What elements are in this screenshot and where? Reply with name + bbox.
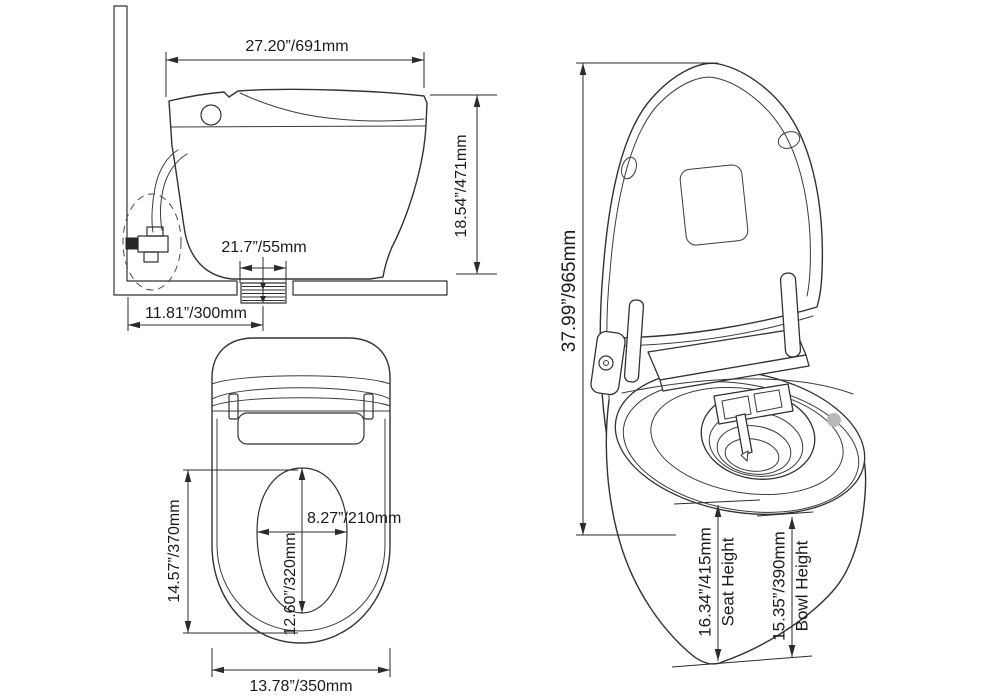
valve-fitting-dark bbox=[125, 237, 139, 250]
extension-lines bbox=[183, 469, 298, 634]
water-hose-inner bbox=[160, 153, 188, 231]
dimension-text: 16.34”/415mm bbox=[695, 527, 714, 637]
side-view: 27.20”/691mm 18.54”/471mm 21.7”/55mm 11.… bbox=[113, 5, 497, 331]
dimension-text: 12.60”/320mm bbox=[282, 532, 299, 635]
side-knob-center bbox=[603, 360, 609, 366]
hinge-right bbox=[363, 393, 374, 420]
dim-base-width: 13.78”/350mm bbox=[211, 648, 391, 695]
lid-back-curve-3 bbox=[211, 397, 391, 407]
wall bbox=[113, 5, 128, 296]
dim-bowl-length: 12.60”/320mm bbox=[282, 468, 306, 636]
dim-open-lid-height: 37.99”/965mm bbox=[559, 62, 718, 536]
water-valve bbox=[137, 235, 169, 253]
water-hose-outer bbox=[151, 149, 179, 233]
toilet-side-outline bbox=[168, 88, 428, 280]
dimension-text: 37.99”/965mm bbox=[559, 230, 580, 353]
wand-tip bbox=[740, 450, 749, 463]
lid-inner-line bbox=[239, 92, 425, 122]
dim-overall-depth: 27.20”/691mm bbox=[165, 38, 425, 97]
dimension-text: 21.7”/55mm bbox=[221, 239, 306, 256]
dimension-text: 13.78”/350mm bbox=[249, 678, 352, 695]
rim-dot bbox=[827, 413, 841, 427]
dim-seat-height: 16.34”/415mm Seat Height bbox=[671, 499, 813, 668]
hinge-left bbox=[228, 393, 239, 420]
extension-lines bbox=[756, 511, 814, 517]
hose-connector bbox=[146, 226, 164, 237]
dimension-text: 8.27”/210mm bbox=[307, 510, 401, 527]
extension-lines bbox=[211, 648, 391, 677]
dimension-text: 11.81”/300mm bbox=[145, 305, 247, 322]
top-outline bbox=[211, 337, 391, 644]
hinge-arm-left bbox=[623, 299, 645, 383]
dim-outlet-width: 21.7”/55mm bbox=[221, 239, 307, 303]
nozzle-left bbox=[721, 395, 752, 420]
lid-back-curve-2 bbox=[211, 387, 391, 400]
spray-wand bbox=[735, 413, 753, 456]
hose-highlight-dashed-ellipse bbox=[122, 193, 182, 291]
dimension-label: Seat Height bbox=[718, 537, 737, 626]
valve-lower-fitting bbox=[143, 251, 159, 263]
dim-rough-in: 11.81”/300mm bbox=[127, 297, 264, 331]
hinge-arm-right bbox=[779, 272, 802, 358]
dim-bowl-height: 15.35”/390mm Bowl Height bbox=[756, 511, 814, 657]
dimension-text: 18.54”/471mm bbox=[453, 134, 470, 237]
outlet-center-arrows bbox=[260, 283, 266, 303]
seat-inner-outline bbox=[216, 418, 386, 632]
control-recess bbox=[237, 412, 365, 445]
lid-open-outline bbox=[599, 62, 824, 438]
dim-seat-opening-length: 14.57”/370mm bbox=[166, 469, 298, 634]
extension-lines bbox=[576, 62, 718, 536]
floor-right bbox=[292, 280, 448, 296]
lid-bumper-left bbox=[621, 156, 637, 180]
dim-overall-height: 18.54”/471mm bbox=[430, 94, 497, 275]
top-view: 8.27”/210mm 12.60”/320mm 14.57”/370mm 13… bbox=[166, 337, 401, 695]
nozzle-housing bbox=[713, 383, 794, 425]
perspective-view: 37.99”/965mm 16.34”/415mm Seat Height 15… bbox=[559, 62, 867, 668]
extension-lines bbox=[239, 261, 287, 283]
dimension-label: Bowl Height bbox=[792, 540, 811, 631]
side-knob bbox=[598, 355, 614, 371]
lid-seam-line bbox=[170, 125, 427, 128]
dimension-text: 14.57”/370mm bbox=[166, 499, 183, 602]
seat-rim-inner bbox=[622, 381, 860, 513]
nozzle-right bbox=[753, 389, 783, 413]
floor-left bbox=[113, 280, 238, 296]
flush-button bbox=[200, 104, 222, 126]
dimension-text: 27.20”/691mm bbox=[245, 38, 348, 55]
deck-edge-line bbox=[621, 378, 854, 395]
water-ring-2 bbox=[716, 425, 792, 475]
water-ring-3 bbox=[724, 438, 780, 472]
deck-slab-front bbox=[659, 354, 810, 392]
lid-bumper-right bbox=[777, 131, 801, 149]
lid-back-curve-1 bbox=[211, 375, 391, 385]
extension-lines bbox=[671, 499, 813, 668]
lid-panel bbox=[679, 164, 749, 246]
dimension-text: 15.35”/390mm bbox=[769, 531, 788, 641]
lid-inner-edge bbox=[606, 76, 811, 429]
